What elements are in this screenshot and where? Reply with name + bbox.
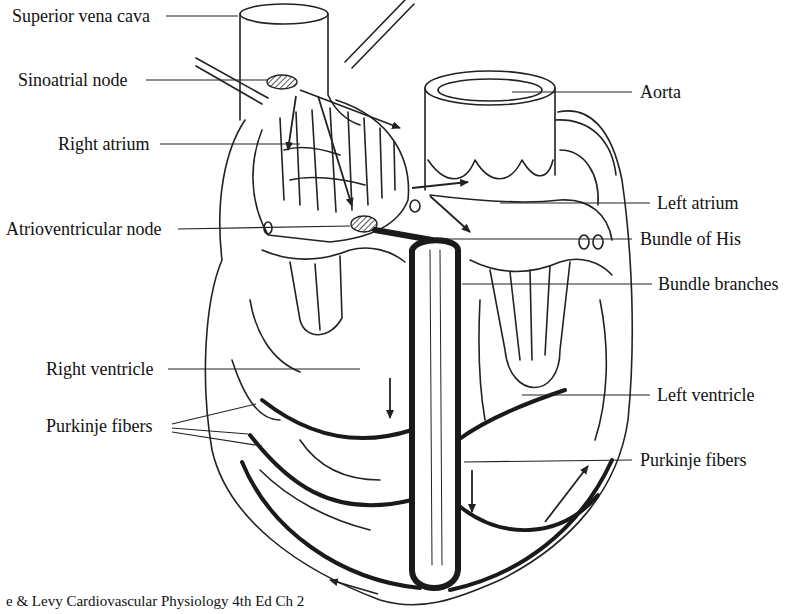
part-label: Right atrium xyxy=(56,134,152,154)
part-label: Purkinje fibers xyxy=(44,416,154,436)
part-label: Purkinje fibers xyxy=(638,450,748,470)
part-label: Left atrium xyxy=(655,193,740,213)
part-label: Bundle branches xyxy=(656,274,780,294)
part-label: Left ventricle xyxy=(655,385,756,405)
part-label: Sinoatrial node xyxy=(16,70,129,90)
part-label: Atrioventricular node xyxy=(4,219,163,239)
source-caption: e & Levy Cardiovascular Physiology 4th E… xyxy=(4,592,306,610)
part-label: Aorta xyxy=(638,82,683,102)
part-label: Right ventricle xyxy=(44,359,155,379)
part-label: Bundle of His xyxy=(638,229,743,249)
part-label: Superior vena cava xyxy=(10,6,152,26)
